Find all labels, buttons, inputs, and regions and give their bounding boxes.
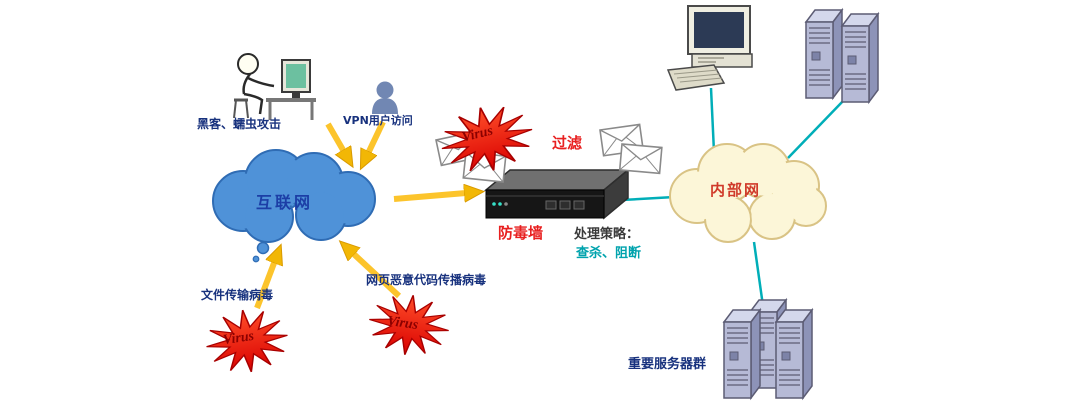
policy-title-label: 处理策略： <box>574 227 640 242</box>
hacker-attack-label: 黑客、蠕虫攻击 <box>197 117 282 131</box>
firewall-appliance-icon <box>483 168 631 220</box>
desktop-pc-icon <box>666 5 753 91</box>
arrow-internet-firewall <box>393 192 478 199</box>
intranet-cloud-label: 内部网 <box>710 181 762 199</box>
server-cluster-icon <box>723 299 813 399</box>
server-group-label: 重要服务器群 <box>628 357 707 372</box>
arrow-filevirus-internet <box>254 250 279 310</box>
attack-arrows <box>254 120 478 310</box>
internet-cloud-label: 互联网 <box>256 193 314 212</box>
hacker-at-computer-icon <box>233 53 316 120</box>
web-virus-label: 网页恶意代码传播病毒 <box>366 273 487 287</box>
link-intranet-pc <box>709 87 716 153</box>
server-tower-icon <box>805 9 879 103</box>
filter-label: 过滤 <box>552 134 583 152</box>
internet-cloud <box>212 149 376 263</box>
vpn-user-icon <box>372 81 398 114</box>
link-intranet-servergroup <box>752 241 765 307</box>
arrow-hacker-internet <box>325 122 350 162</box>
file-virus-label: 文件传输病毒 <box>201 288 274 302</box>
vpn-access-label: VPN用户访问 <box>343 114 413 127</box>
arrow-vpn-internet <box>363 120 386 164</box>
policy-actions-label: 查杀、阻断 <box>576 246 642 261</box>
firewall-label: 防毒墙 <box>498 224 544 242</box>
intranet-cloud <box>669 143 827 243</box>
arrow-webvirus-internet <box>344 245 402 299</box>
link-intranet-servers <box>787 99 845 159</box>
